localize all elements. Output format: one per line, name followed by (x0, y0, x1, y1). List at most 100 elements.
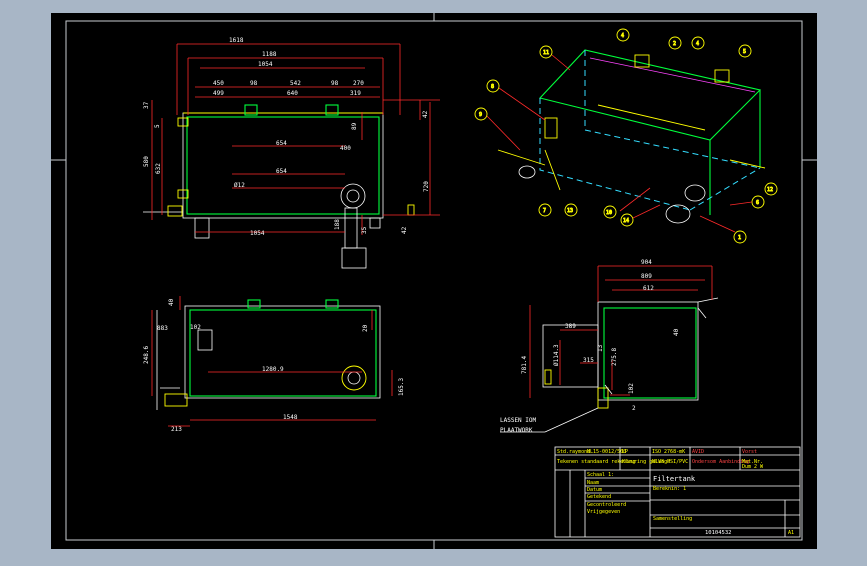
bottom-tank-body (189, 309, 377, 397)
balloon-5: 5 (743, 49, 746, 55)
tb-group: Samenstelling (653, 516, 692, 522)
balloon-2: 2 (673, 41, 676, 47)
dim-5: 5 (154, 124, 161, 128)
front-tank-body (186, 116, 380, 215)
balloon-14: 14 (623, 218, 629, 224)
front-foot-left (194, 217, 210, 239)
balloon-1: 1 (738, 235, 741, 241)
sv-dim-389: 389 (565, 323, 576, 330)
bv-dim-165: 165.3 (398, 378, 405, 396)
balloon-7: 7 (543, 208, 546, 214)
weld-note-leader (544, 407, 599, 433)
sv-dim-114: Ø114.3 (553, 344, 560, 366)
tb-drawing-number: 10104532 (705, 530, 732, 536)
balloon-8: 8 (491, 84, 494, 90)
tb-left-row-3: Getekend (587, 494, 611, 500)
tb-r1-c3: LP (622, 449, 628, 455)
dim-37: 37 (143, 101, 150, 109)
dim-654a: 654 (276, 140, 287, 147)
front-drain-valve (167, 205, 183, 217)
dim-35: 35 (361, 226, 368, 234)
balloon-13: 13 (567, 208, 573, 214)
tb-left-row-2: Datum (587, 487, 602, 493)
bv-dim-883: 883 (157, 325, 168, 332)
sv-dim-781: 781.4 (521, 356, 528, 374)
balloon-11: 11 (543, 50, 549, 56)
tb-r2-c2: Kleuring gelaagd (622, 459, 670, 465)
bottom-view: 40 883 248.6 102 20 1280.9 165.3 213 154… (143, 296, 405, 433)
front-view: 1618 1188 1054 450 98 5 42 98 270 499 640… (143, 37, 440, 269)
tb-left-row-4: Gecontroleerd (587, 502, 626, 508)
bv-dim-213: 213 (171, 426, 182, 433)
dim-188: 188 (334, 219, 341, 230)
balloon-6: 6 (756, 200, 759, 206)
bottom-drain-valve (164, 393, 188, 407)
dim-phi12: Ø12 (234, 182, 245, 189)
drawing-sheet (51, 13, 817, 549)
dim-89: 89 (351, 122, 358, 130)
bv-dim-1280: 1280.9 (262, 366, 284, 373)
isometric-view: 11 4 2 4 5 8 9 7 13 10 14 1 6 12 (474, 28, 778, 244)
sv-dim-40: 40 (673, 328, 680, 336)
dim-640: 640 (287, 90, 298, 97)
sv-dim-2: 2 (632, 405, 636, 412)
tb-r2-c5: Mat.Nr. (742, 459, 763, 465)
sv-dim-275: 275.8 (611, 348, 618, 366)
dim-270: 270 (353, 80, 364, 87)
front-lifting-lug-right (325, 104, 339, 116)
dim-580: 580 (143, 156, 150, 167)
sv-dim-612: 612 (643, 285, 654, 292)
dim-98b: 98 (331, 80, 339, 87)
bv-dim-20: 20 (362, 324, 369, 332)
tb-r1-c4: ISO 2768-mK (652, 449, 685, 455)
balloon-10: 10 (606, 210, 612, 216)
sv-dim-315: 315 (583, 357, 594, 364)
tb-r1-c1: Std.raymond (557, 449, 590, 455)
balloon-4b: 4 (696, 41, 699, 47)
bottom-outlet-flange (341, 365, 367, 391)
tb-subtitle: Bereknin: 1 (653, 486, 686, 492)
weld-note-line1: LASSEN IOM (500, 417, 537, 424)
iso-outlet-flange (665, 204, 691, 224)
dim-499: 499 (213, 90, 224, 97)
dim-720: 720 (423, 181, 430, 192)
sv-dim-809: 809 (641, 273, 652, 280)
dim-450: 450 (213, 80, 224, 87)
tb-r2-c6: Dum 2 W (742, 464, 764, 470)
tb-r2-c3: NLV8 PSI/PVC (652, 459, 688, 465)
tb-r1-c2: NL15-0012/500 (587, 449, 626, 455)
dim-bottom-1054: 1054 (250, 230, 265, 237)
side-tank-body (603, 307, 697, 399)
bv-dim-248: 248.6 (143, 346, 150, 364)
tb-r1-c5: AVID (692, 449, 704, 455)
dim-400: 400 (340, 145, 351, 152)
sv-dim-13: 13 (597, 344, 604, 352)
bv-dim-40: 40 (168, 298, 175, 306)
front-lifting-lug-left (244, 104, 258, 116)
dim-inner: 1188 (262, 51, 277, 58)
iso-drain-valve (518, 165, 536, 179)
dim-width: 1054 (258, 61, 273, 68)
balloon-4a: 4 (621, 33, 624, 39)
side-drain-valve (597, 387, 609, 409)
tb-r1-c6: Vorst (742, 449, 757, 455)
dim-632: 632 (155, 163, 162, 174)
tb-r2-c1: Tekenen standaard rekening (557, 459, 635, 465)
tb-left-row-1: Naam (587, 480, 599, 486)
dim-319: 319 (350, 90, 361, 97)
tb-scale: Schaal 1: (587, 472, 614, 478)
title-block: Std.raymond NL15-0012/500 LP ISO 2768-mK… (554, 446, 801, 538)
tb-sheet: A1 (788, 530, 794, 536)
bv-dim-1548: 1548 (283, 414, 298, 421)
dim-42: 42 (422, 110, 429, 118)
dim-98a: 98 (250, 80, 258, 87)
weld-note-line2: PLAATWORK (500, 427, 533, 434)
dim-overall: 1618 (229, 37, 244, 44)
side-view: 904 809 612 389 40 781.4 Ø114.3 315 275.… (500, 259, 719, 434)
dim-654b: 654 (276, 168, 287, 175)
sv-dim-904: 904 (641, 259, 652, 266)
bottom-tank-outline (184, 305, 381, 399)
dim-42b: 42 (401, 226, 408, 234)
